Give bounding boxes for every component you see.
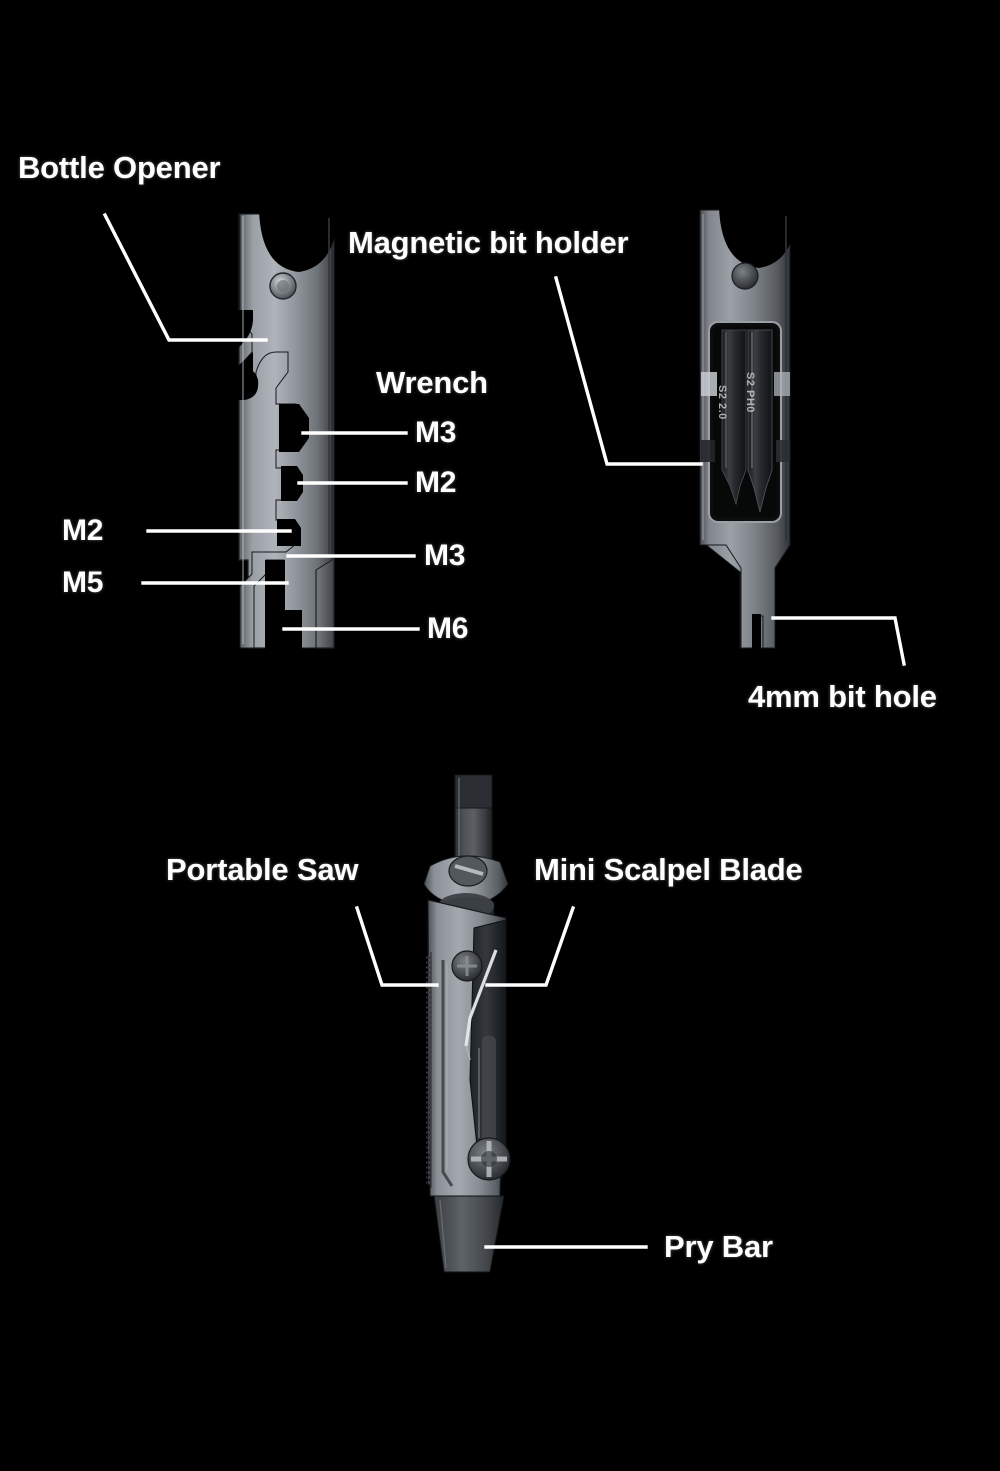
leader-bottle-opener <box>102 212 268 342</box>
label-wrench-m6-bottom: M6 <box>427 612 469 645</box>
label-wrench-m2-top: M2 <box>415 466 457 499</box>
right-tool-illustration <box>699 207 797 650</box>
label-portable-saw: Portable Saw <box>166 852 359 887</box>
label-wrench-m2-left: M2 <box>62 514 104 547</box>
label-magnetic-bit-holder: Magnetic bit holder <box>348 225 629 260</box>
label-bottle-opener: Bottle Opener <box>18 150 221 185</box>
bit-marking-left: S2 2.0 <box>716 385 728 420</box>
leader-magnetic-bit-holder <box>553 275 703 466</box>
label-4mm-bit-hole: 4mm bit hole <box>748 679 937 714</box>
bottom-tool-illustration <box>423 774 511 1273</box>
leader-lines <box>102 212 906 1249</box>
leader-mini-scalpel-blade <box>485 905 576 987</box>
label-wrench-m3-top: M3 <box>415 416 457 449</box>
label-wrench: Wrench <box>376 365 488 400</box>
label-pry-bar: Pry Bar <box>664 1229 773 1264</box>
leader-portable-saw <box>354 905 439 987</box>
label-wrench-m5-left: M5 <box>62 566 104 599</box>
leader-4mm-bit-hole <box>771 616 906 666</box>
label-wrench-m3-bottom: M3 <box>424 539 466 572</box>
bit-marking-right: S2 PH0 <box>744 372 756 413</box>
label-mini-scalpel-blade: Mini Scalpel Blade <box>534 852 803 887</box>
